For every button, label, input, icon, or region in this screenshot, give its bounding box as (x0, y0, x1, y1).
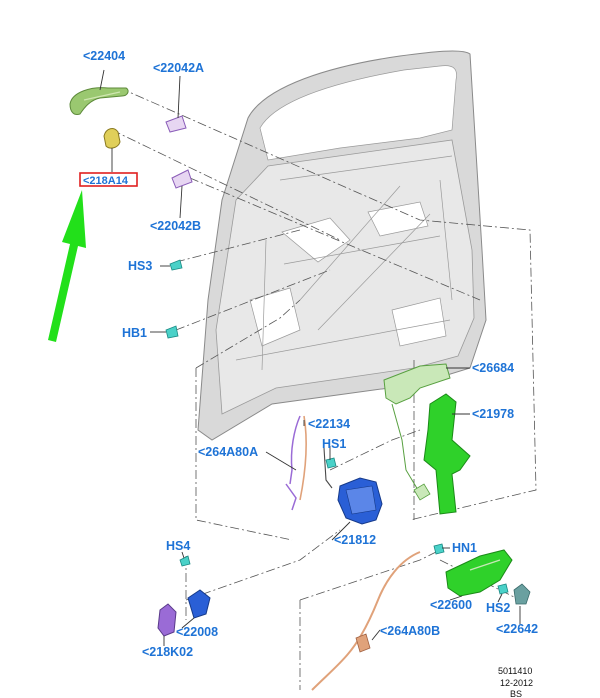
nut-hn1-part (433, 543, 445, 555)
label-HN1[interactable]: HN1 (452, 541, 477, 555)
label-22042A[interactable]: <22042A (153, 61, 204, 75)
label-HS1[interactable]: HS1 (322, 437, 346, 451)
label-22042B[interactable]: <22042B (150, 219, 201, 233)
diagram-code: 5011410 (498, 666, 532, 676)
diagram-suffix: BS (510, 689, 522, 698)
latch-assembly-part (337, 477, 383, 525)
leader-lines (99, 69, 521, 646)
label-22642[interactable]: <22642 (496, 622, 538, 636)
screw-hs4-part (179, 555, 191, 567)
label-22404[interactable]: <22404 (83, 49, 125, 63)
label-218A14[interactable]: <218A14 (83, 175, 129, 187)
diagram-date: 12-2012 (500, 678, 533, 688)
cable-264A80B-part (311, 551, 421, 691)
bolt-hb1-part (165, 325, 179, 339)
label-HS2[interactable]: HS2 (486, 601, 510, 615)
bezel-part (513, 583, 531, 605)
label-264A80B[interactable]: <264A80B (380, 624, 440, 638)
label-22600[interactable]: <22600 (430, 598, 472, 612)
cover-part (157, 603, 177, 637)
screw-hs3-part (169, 259, 183, 271)
handle-cap-part (103, 128, 121, 149)
gasket-b-part (171, 169, 193, 189)
green-arrow-indicator (48, 190, 86, 342)
label-264A80A[interactable]: <264A80A (198, 445, 258, 459)
door-panel (197, 50, 487, 441)
highlight-box (79, 172, 138, 187)
reinforcement-part (413, 393, 471, 515)
outside-handle-part (69, 87, 129, 115)
label-22134[interactable]: <22134 (308, 417, 350, 431)
actuator-part (187, 589, 211, 619)
gasket-a-part (165, 115, 187, 133)
label-26684[interactable]: <26684 (472, 361, 514, 375)
label-HS3[interactable]: HS3 (128, 259, 152, 273)
label-21812[interactable]: <21812 (334, 533, 376, 547)
label-HB1[interactable]: HB1 (122, 326, 147, 340)
rod-22134-part (285, 415, 333, 511)
label-22008[interactable]: <22008 (176, 625, 218, 639)
cable-264A80A-part (299, 415, 307, 501)
label-218K02[interactable]: <218K02 (142, 645, 193, 659)
screw-hs1-part (325, 457, 337, 469)
alignment-lines (111, 87, 537, 690)
bracket-outline-part (383, 363, 451, 491)
label-HS4[interactable]: HS4 (166, 539, 190, 553)
inside-handle-part (445, 549, 513, 597)
screw-hs2-part (497, 583, 509, 595)
label-21978[interactable]: <21978 (472, 407, 514, 421)
